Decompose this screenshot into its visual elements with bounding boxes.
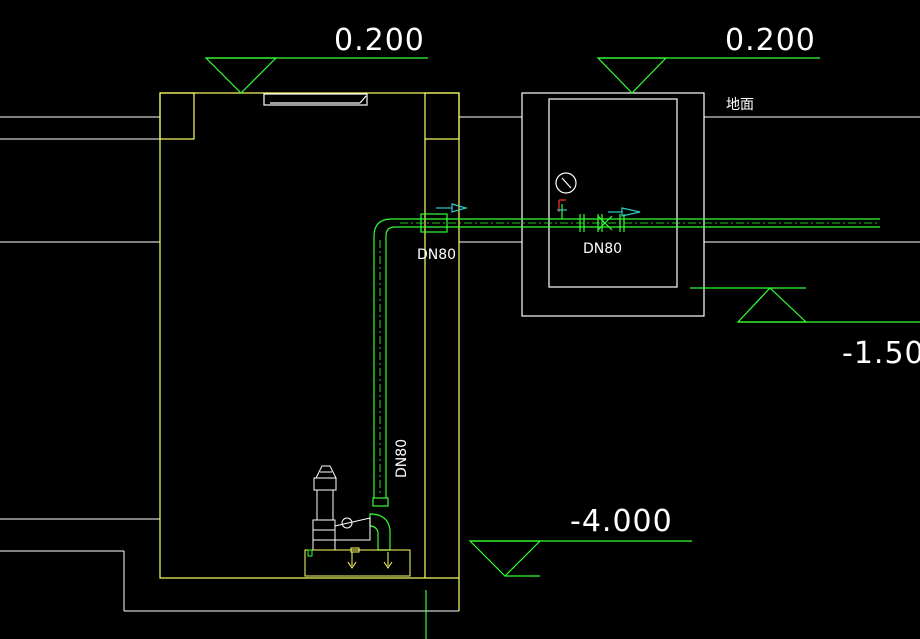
submersible-pump-icon [304, 465, 411, 577]
discharge-pipe [369, 204, 880, 551]
elevation-marker-right [596, 57, 820, 94]
elevation-marker-left [204, 57, 428, 94]
elevation-left-label: 0.200 [334, 23, 425, 58]
ground-lines [0, 116, 920, 612]
flow-arrow-icon [436, 203, 641, 217]
elevation-marker-pit [425, 540, 692, 639]
elevation-pit-bottom-label: -4.000 [570, 504, 673, 539]
elevation-marker-well [690, 287, 920, 323]
pipe-label-right: DN80 [583, 241, 622, 257]
pump-pit [159, 92, 460, 611]
pipe-label-left: DN80 [417, 247, 456, 263]
pipe-label-vertical: DN80 [394, 439, 410, 478]
pressure-gauge-icon [555, 172, 577, 212]
ground-label: 地面 [726, 97, 754, 113]
elevation-well-bottom-label: -1.500 [842, 336, 920, 371]
valve-well [521, 92, 705, 317]
elevation-right-label: 0.200 [725, 23, 816, 58]
